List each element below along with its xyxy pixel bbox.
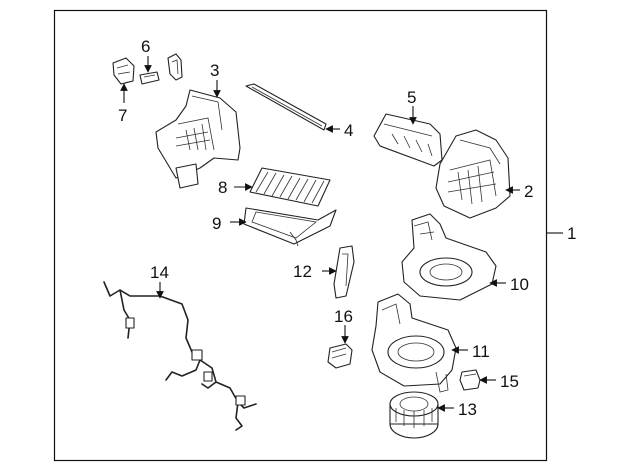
callout-11: 11 — [472, 342, 490, 361]
callout-3: 3 — [210, 61, 219, 80]
callout-1: 1 — [567, 224, 576, 243]
part-13-motor — [389, 391, 439, 439]
callout-13: 13 — [458, 400, 477, 419]
callout-14: 14 — [150, 263, 169, 282]
part-14-harness — [103, 281, 257, 431]
part-4-strip — [245, 83, 327, 131]
part-bracket-small — [167, 53, 183, 81]
callout-4: 4 — [344, 121, 353, 140]
part-15-connector — [459, 369, 481, 391]
callout-16: 16 — [334, 307, 353, 326]
part-8-filter — [249, 167, 331, 207]
callout-10: 10 — [510, 275, 529, 294]
diagram-frame — [53, 9, 548, 462]
callout-5: 5 — [407, 88, 416, 107]
part-6-plug — [139, 71, 160, 85]
part-9-frame — [243, 207, 337, 247]
part-12-seal — [333, 245, 355, 299]
callout-2: 2 — [524, 182, 533, 201]
part-2-case — [435, 129, 511, 219]
callout-9: 9 — [212, 214, 221, 233]
part-16-resistor — [327, 343, 353, 369]
part-5-cover — [373, 113, 443, 167]
part-7-clip — [112, 57, 135, 85]
part-10-blower-case — [401, 213, 497, 301]
callout-6: 6 — [141, 37, 150, 56]
callout-7: 7 — [118, 106, 127, 125]
part-11-housing — [371, 293, 457, 393]
callout-8: 8 — [218, 178, 227, 197]
callout-15: 15 — [500, 372, 519, 391]
part-3-case — [155, 89, 241, 189]
callout-12: 12 — [293, 262, 312, 281]
